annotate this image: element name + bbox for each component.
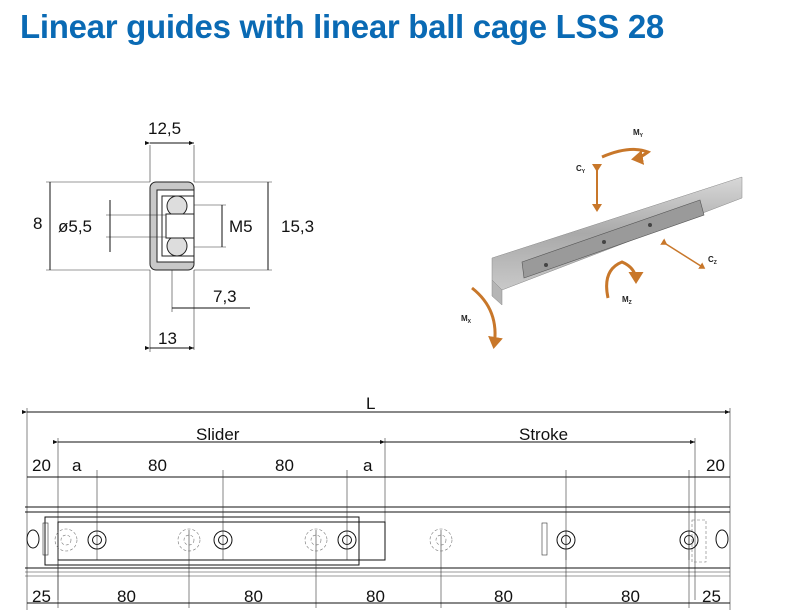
rail-3d-illustration: MY CY CZ MZ MX <box>461 128 743 349</box>
stroke-label: Stroke <box>519 425 568 444</box>
bottom-dim: 80 <box>117 587 136 606</box>
top-dim: 20 <box>32 456 51 475</box>
label-cz: CZ <box>708 255 717 266</box>
label-my: MY <box>633 128 644 139</box>
load-arrows <box>471 147 706 349</box>
dim-offset: 7,3 <box>213 287 237 306</box>
mounting-hole <box>213 470 233 560</box>
top-dim: a <box>72 456 82 475</box>
bottom-dim: 80 <box>366 587 385 606</box>
dim-base: 13 <box>158 329 177 348</box>
label-cy: CY <box>576 164 586 175</box>
dim-length: L <box>366 394 375 413</box>
mounting-hole <box>337 470 357 560</box>
dim-thread: M5 <box>229 217 253 236</box>
bottom-dim: 80 <box>621 587 640 606</box>
bottom-dim: 25 <box>32 587 51 606</box>
bottom-dim: 25 <box>702 587 721 606</box>
label-mx: MX <box>461 314 472 325</box>
label-mz: MZ <box>622 295 632 306</box>
slider-label: Slider <box>196 425 240 444</box>
top-dim: a <box>363 456 373 475</box>
top-dim: 20 <box>706 456 725 475</box>
dim-height: 8 <box>33 214 42 233</box>
dim-bore: ø5,5 <box>58 217 92 236</box>
dim-total-height: 15,3 <box>281 217 314 236</box>
page-title: Linear guides with linear ball cage LSS … <box>20 8 664 45</box>
dim-width: 12,5 <box>148 119 181 138</box>
mounting-hole-hidden <box>54 528 78 552</box>
bottom-dim: 80 <box>244 587 263 606</box>
bottom-dim: 80 <box>494 587 513 606</box>
top-dim: 80 <box>148 456 167 475</box>
cross-section-view: 12,5 8 ø5,5 M5 15,3 7,3 13 <box>33 119 314 352</box>
length-view: L Slider Stroke 20 a 80 80 a 20 25 80 80… <box>22 394 731 610</box>
top-dim: 80 <box>275 456 294 475</box>
mounting-hole <box>87 470 107 560</box>
